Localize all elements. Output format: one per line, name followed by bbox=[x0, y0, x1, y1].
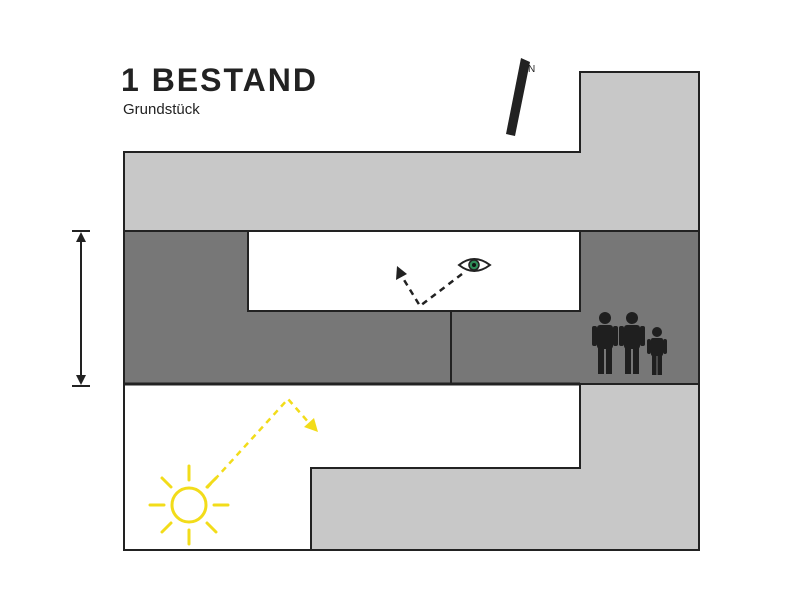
page-title: 1 BESTAND bbox=[121, 62, 318, 98]
people-icon bbox=[592, 312, 667, 375]
page-subtitle: Grundstück bbox=[123, 101, 200, 118]
svg-text:N: N bbox=[528, 64, 535, 75]
courtyard-top bbox=[247, 230, 581, 312]
sunlight-direction-arrow bbox=[206, 397, 318, 489]
eye-icon bbox=[457, 258, 492, 272]
view-direction-arrow bbox=[396, 266, 463, 308]
sun-icon bbox=[148, 464, 230, 546]
north-arrow-icon: N bbox=[506, 58, 535, 136]
building-top bbox=[123, 71, 700, 232]
garden-area bbox=[123, 384, 311, 551]
dimension-arrow-icon bbox=[72, 230, 90, 387]
building-bottom bbox=[310, 383, 700, 551]
